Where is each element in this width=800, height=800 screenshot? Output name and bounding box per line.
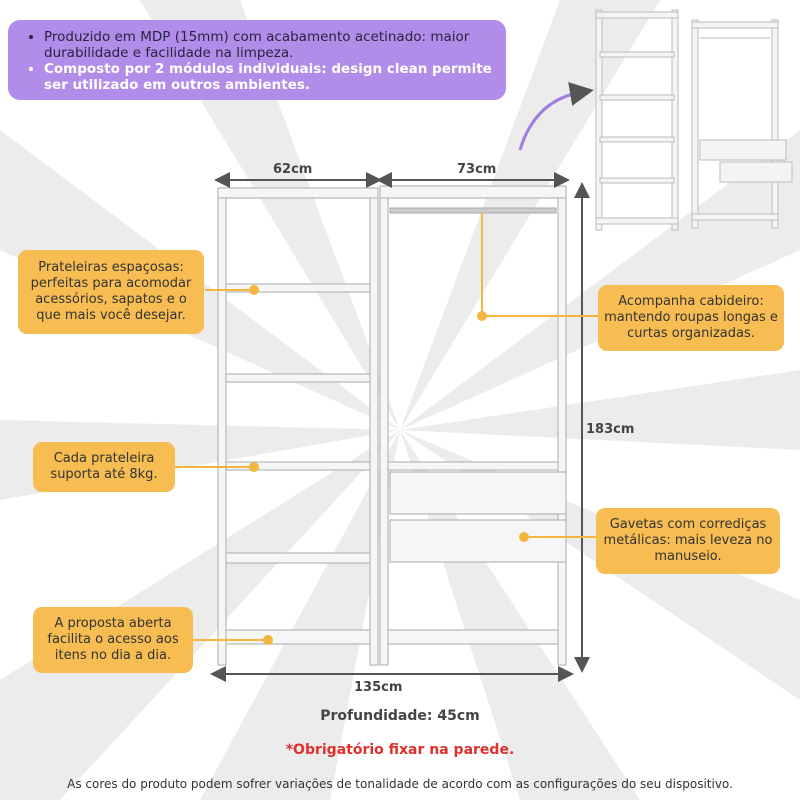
arrow-icon xyxy=(518,82,594,151)
dimension-lines xyxy=(210,172,590,682)
depth-label: Profundidade: 45cm xyxy=(320,708,480,724)
total-width-label: 135cm xyxy=(354,680,403,695)
feature-modules: Composto por 2 módulos individuais: desi… xyxy=(44,61,496,93)
features-panel: Produzido em MDP (15mm) com acabamento a… xyxy=(8,20,506,100)
feature-material: Produzido em MDP (15mm) com acabamento a… xyxy=(44,29,496,61)
color-disclaimer: As cores do produto podem sofrer variaçõ… xyxy=(67,777,733,791)
callout-open-design: A proposta aberta facilita o acesso aos … xyxy=(33,607,193,673)
module-thumbnails xyxy=(595,9,793,231)
height-label: 183cm xyxy=(586,422,635,437)
callout-shelves: Prateleiras espaçosas: perfeitas para ac… xyxy=(18,250,204,334)
callout-rod: Acompanha cabideiro: mantendo roupas lon… xyxy=(598,285,784,351)
right-width-label: 73cm xyxy=(457,162,497,177)
callout-weight: Cada prateleira suporta até 8kg. xyxy=(33,442,175,492)
callout-drawers: Gavetas com corrediças metálicas: mais l… xyxy=(596,508,780,574)
wardrobe xyxy=(217,185,567,666)
wall-fix-notice: *Obrigatório fixar na parede. xyxy=(285,742,515,758)
left-width-label: 62cm xyxy=(273,162,313,177)
callout-connectors xyxy=(173,213,598,645)
